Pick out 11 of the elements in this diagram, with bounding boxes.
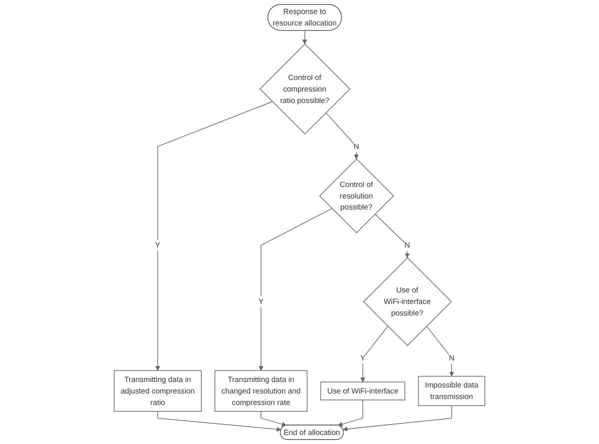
arrow [426,326,454,376]
arrow [302,30,308,44]
arrow [360,326,388,382]
arrow [258,208,332,371]
arrow [374,214,410,258]
arrow [342,405,452,432]
arrow [326,112,359,160]
arrow [338,400,364,426]
arrow [260,411,287,427]
arrow [155,101,273,371]
arrow [157,411,282,432]
